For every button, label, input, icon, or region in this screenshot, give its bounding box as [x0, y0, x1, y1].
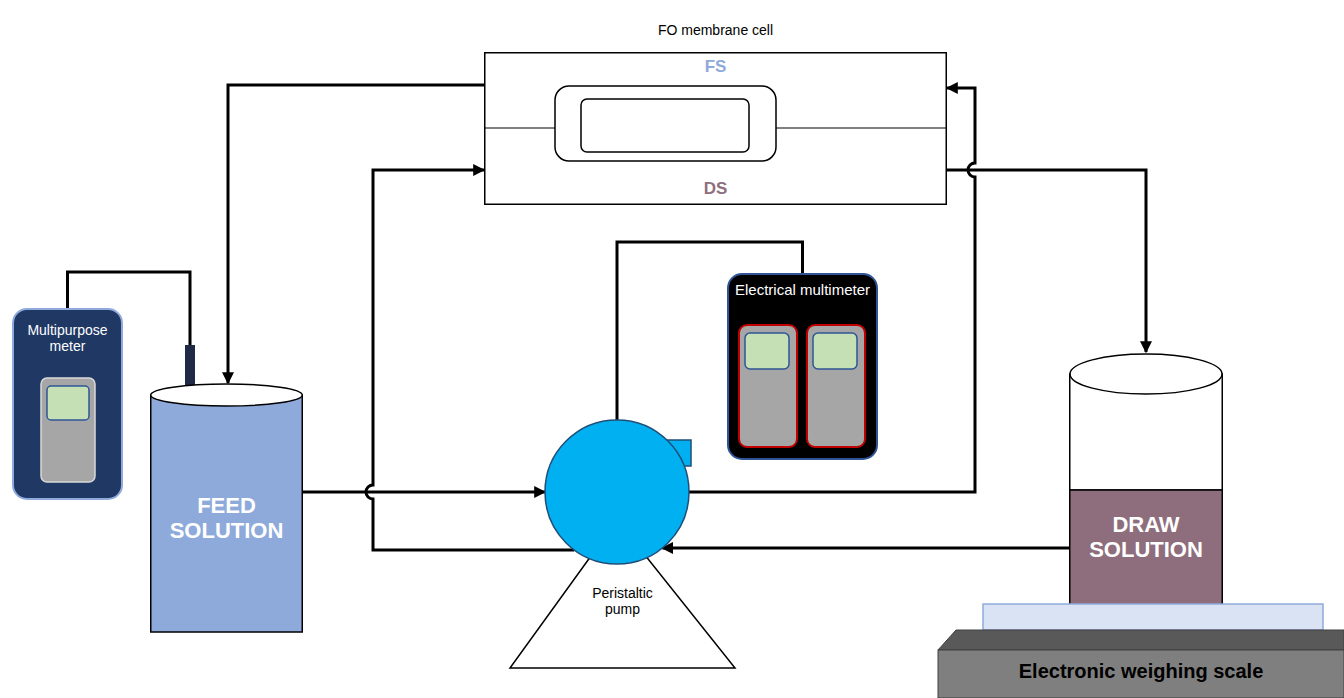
- tank-label: DRAW SOLUTION: [1081, 512, 1211, 563]
- pump-symbol-outline: [505, 420, 740, 670]
- feed-tank: FEED SOLUTION: [150, 383, 303, 633]
- flow-arrow: [228, 85, 484, 383]
- weighing-scale-outline: [938, 603, 1344, 698]
- cell-heading: FO membrane cell: [658, 22, 773, 38]
- flow-arrow: [947, 170, 1146, 352]
- flow-arrow: [366, 170, 574, 550]
- tank-label: FEED SOLUTION: [167, 493, 287, 544]
- side-label: DS: [704, 179, 728, 199]
- pump-symbol: Peristaltic pump: [505, 420, 740, 670]
- multimeter-label: Electrical multimeter: [733, 281, 873, 298]
- draw-tank-outline: [1069, 352, 1223, 606]
- meter-label: Multipurpose meter: [15, 322, 120, 354]
- weighing-scale: Electronic weighing scale: [938, 603, 1344, 698]
- scale-label: Electronic weighing scale: [1019, 660, 1264, 683]
- draw-tank: DRAW SOLUTION: [1069, 352, 1223, 606]
- flow-arrow: [662, 547, 1069, 550]
- side-label: FS: [705, 57, 727, 77]
- multimeter-box: Electrical multimeter: [727, 273, 878, 460]
- membrane-cell: FO membrane cellFSDS: [484, 52, 947, 205]
- pump-label: Peristaltic pump: [580, 585, 666, 617]
- meter-box: Multipurpose meter: [12, 308, 123, 500]
- flow-arrow: [303, 491, 545, 494]
- multimeter-box-outline: [727, 273, 878, 460]
